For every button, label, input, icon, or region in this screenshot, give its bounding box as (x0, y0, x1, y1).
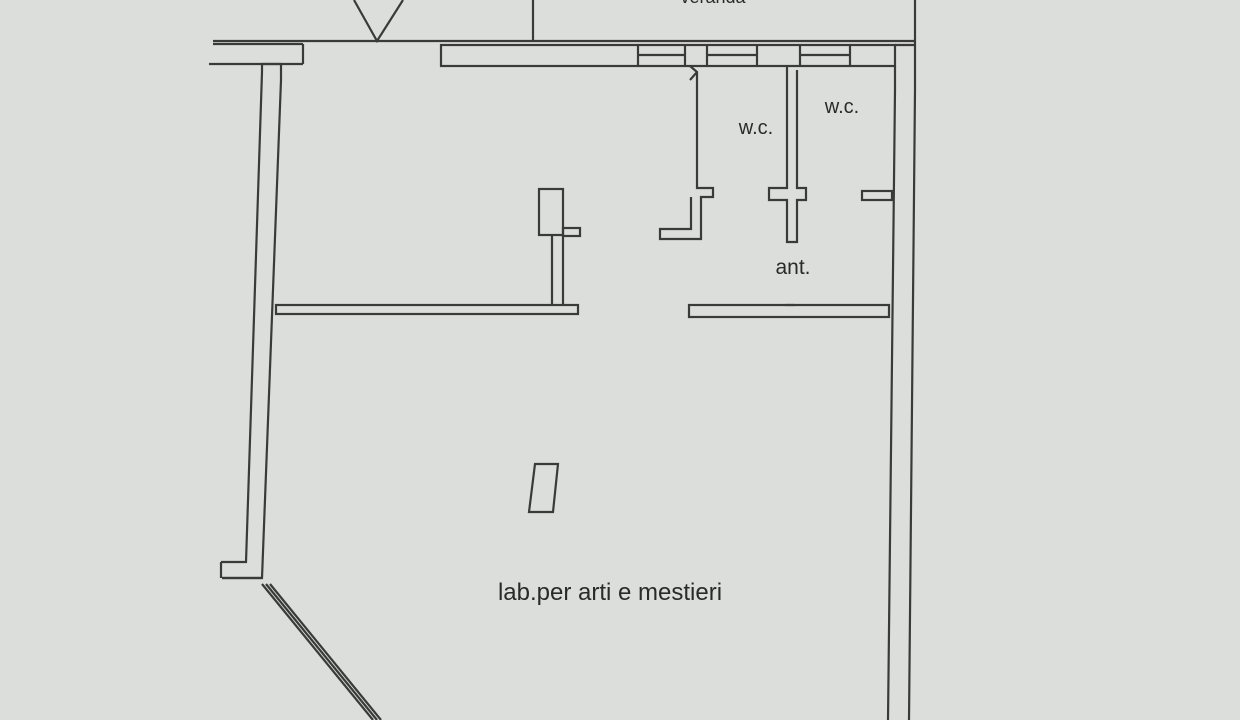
right-wall (886, 42, 917, 720)
wc-left-partition (658, 65, 715, 241)
diagonal-wall (261, 583, 382, 720)
veranda-area (213, 0, 917, 44)
partition-wall (274, 303, 891, 319)
wc-right-stub (860, 189, 894, 202)
wc-right-label: w.c. (824, 96, 859, 118)
top-wall (209, 42, 915, 68)
column-pillar (537, 187, 582, 305)
center-fixture (527, 462, 560, 514)
door-swing-marker (353, 0, 404, 44)
ant-label: ant. (775, 256, 810, 279)
left-wall (219, 62, 283, 580)
veranda-label: veranda (680, 0, 746, 7)
main-room-label: lab.per arti e mestieri (498, 579, 722, 606)
wc-right-partition (767, 66, 808, 244)
wc-left-label: w.c. (738, 117, 773, 139)
